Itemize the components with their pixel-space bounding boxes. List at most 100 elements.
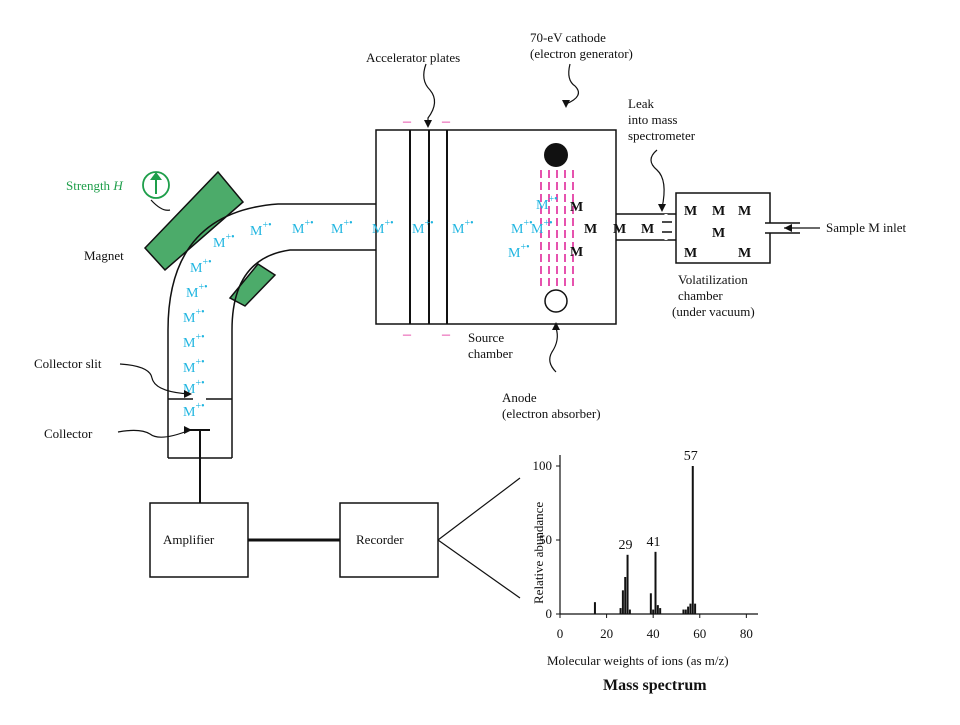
recorder-fan-bottom	[437, 539, 521, 599]
plate-sign-bottom-right: –	[441, 326, 451, 343]
y-ticks: 0 50 100	[533, 458, 560, 621]
sample-inlet-arrowhead	[784, 224, 792, 232]
collector-electrode	[190, 429, 210, 503]
recorder: Recorder	[339, 502, 439, 578]
spectrum-peaks: 29 41 57	[593, 449, 698, 614]
sample-inlet-valve	[765, 222, 800, 234]
recorder-label: Recorder	[356, 532, 404, 547]
x-tick-label: 0	[557, 626, 564, 641]
magnet-label: Magnet	[84, 248, 124, 263]
molecule-m: M	[738, 204, 751, 219]
ion-m-plus: M+•	[331, 218, 353, 237]
collector-slit-arrowhead	[184, 390, 192, 398]
molecule-m: M	[570, 200, 583, 215]
molecule-m: M	[712, 226, 725, 241]
source-leader	[549, 327, 558, 373]
molecule-m: M	[684, 204, 697, 219]
volatilization-label-line3: (under vacuum)	[672, 304, 755, 319]
accelerator-plates-label: Accelerator plates	[366, 50, 460, 65]
y-tick-label: 50	[539, 532, 552, 547]
collector-label: Collector	[44, 426, 93, 441]
leak-label-line2: into mass	[628, 112, 677, 127]
ion-m-plus: M+•	[183, 332, 205, 351]
peak-label: 57	[684, 449, 698, 464]
ion-m-plus: M+•	[190, 257, 212, 276]
chart-title: Mass spectrum	[603, 677, 707, 694]
volatilization-chamber	[675, 192, 771, 264]
volatilization-label-line1: Volatilization	[678, 272, 748, 287]
source-arrowhead	[552, 322, 560, 330]
arrowheads	[184, 100, 792, 434]
x-tick-label: 60	[693, 626, 706, 641]
sample-inlet-label: Sample M inlet	[826, 220, 907, 235]
accelerator-plates	[409, 130, 448, 324]
anode-label-line2: (electron absorber)	[502, 406, 601, 421]
source-label-line2: chamber	[468, 346, 513, 361]
y-tick-label: 100	[533, 458, 553, 473]
molecule-m: M	[584, 222, 597, 237]
y-tick-label: 0	[546, 606, 553, 621]
peak-label: 29	[619, 538, 633, 553]
molecule-m: M	[570, 245, 583, 260]
anode-label-line1: Anode	[502, 390, 537, 405]
recorder-box	[339, 502, 439, 578]
molecule-m: M	[684, 246, 697, 261]
labels: Accelerator plates 70-eV cathode (electr…	[34, 30, 907, 441]
x-tick-label: 80	[740, 626, 753, 641]
ion-m-plus: M+•	[213, 232, 235, 251]
accelerator-arrowhead	[424, 120, 432, 128]
collector-arrowhead	[184, 426, 192, 434]
ion-m-plus: M+•	[292, 218, 314, 237]
molecule-m: M	[738, 246, 751, 261]
magnet	[143, 170, 277, 307]
leak-label-line1: Leak	[628, 96, 654, 111]
anode	[544, 289, 568, 313]
ion-m-plus: M+•	[186, 282, 208, 301]
leak-leader	[650, 149, 665, 209]
volatilization-label-line2: chamber	[678, 288, 723, 303]
ion-m-plus: M+•	[508, 242, 530, 261]
collector-slit-leader	[119, 363, 191, 395]
plate-sign-bottom-left: –	[402, 326, 412, 343]
magnet-lower-pole	[228, 263, 277, 307]
ion-m-plus: M+•	[183, 357, 205, 376]
x-axis-label: Molecular weights of ions (as m/z)	[547, 653, 729, 668]
source-label-line1: Source	[468, 330, 504, 345]
ion-m-plus: M+•	[452, 218, 474, 237]
accelerator-leader	[423, 63, 436, 126]
neutral-molecules: M M M M M M M M M M M	[570, 200, 751, 261]
source-chamber	[375, 129, 617, 325]
leader-lines	[117, 63, 820, 599]
amplifier-label: Amplifier	[163, 532, 215, 547]
molecule-m: M	[613, 222, 626, 237]
plate-sign-top-right: –	[441, 113, 451, 130]
molecule-m: M	[641, 222, 654, 237]
magnet-upper-pole	[143, 170, 245, 272]
mass-spectrum-chart: Relative abundance Molecular weights of …	[531, 449, 758, 694]
analyzer-tube	[167, 203, 376, 459]
cathode-label-line2: (electron generator)	[530, 46, 633, 61]
x-tick-label: 20	[600, 626, 613, 641]
cathode-label-line1: 70-eV cathode	[530, 30, 606, 45]
plate-sign-top-left: –	[402, 113, 412, 130]
ions: M+•M+•M+•M+•M+•M+•M+•M+•M+•M+•M+•M+•M+•M…	[183, 194, 558, 420]
ion-m-plus: M+•	[511, 218, 533, 237]
collector-leader	[117, 429, 191, 438]
strength-leader	[150, 199, 171, 211]
leak-label-line3: spectrometer	[628, 128, 696, 143]
cathode-arrowhead	[562, 100, 570, 108]
ion-m-plus: M+•	[536, 194, 558, 213]
plate-polarity-signs: – – – –	[402, 113, 451, 343]
recorder-fan-top	[437, 477, 521, 541]
cathode	[544, 143, 568, 167]
ion-m-plus: M+•	[183, 401, 205, 420]
amplifier-box	[149, 502, 249, 578]
leak-arrowhead	[658, 204, 666, 212]
ion-m-plus: M+•	[372, 218, 394, 237]
tube-outer-wall	[167, 203, 376, 458]
peak-label: 41	[647, 535, 661, 550]
up-arrow-icon	[150, 172, 162, 180]
amplifier: Amplifier	[149, 502, 249, 578]
